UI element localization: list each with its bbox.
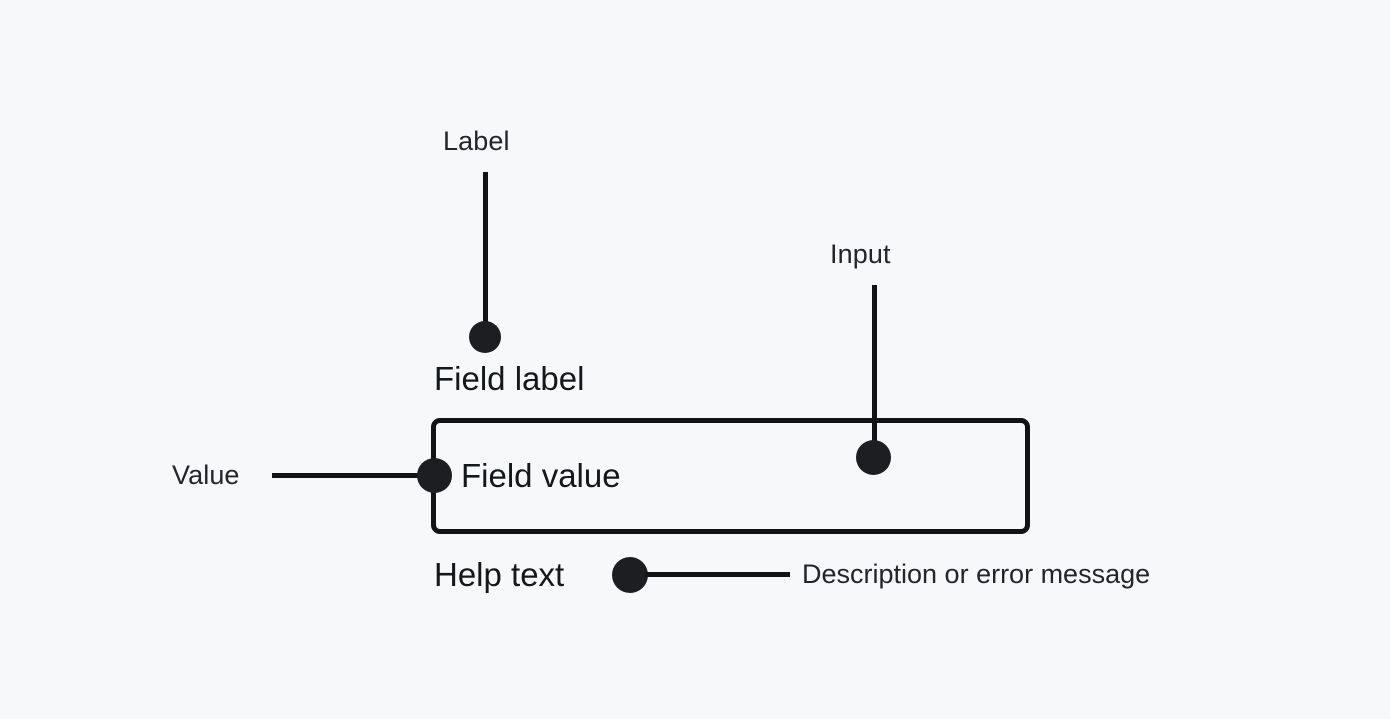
annotation-value-anchor-dot xyxy=(417,458,452,493)
annotation-value-connector-line xyxy=(272,473,437,478)
annotation-help-anchor-dot xyxy=(612,557,648,593)
field-value-text[interactable]: Field value xyxy=(461,457,621,494)
annotation-value-label: Value xyxy=(172,460,240,490)
field-help-message: Description or error message xyxy=(802,559,1151,589)
annotation-input-label: Input xyxy=(830,239,891,269)
annotation-label-label: Label xyxy=(443,126,510,156)
field-label: Field label xyxy=(434,360,585,397)
annotation-help-text-label: Help text xyxy=(434,556,565,593)
annotation-label-anchor-dot xyxy=(469,321,501,353)
annotation-input-anchor-dot xyxy=(856,440,891,475)
annotation-help-connector-line xyxy=(645,572,790,577)
annotation-input-connector-line xyxy=(872,285,877,459)
annotation-label-connector-line xyxy=(483,172,488,337)
